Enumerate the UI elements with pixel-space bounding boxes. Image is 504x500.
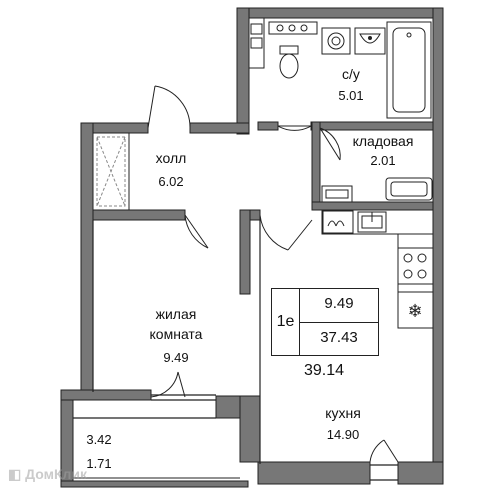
- summary-total-area: 37.43: [320, 329, 358, 346]
- living-room-area: 9.49: [163, 350, 189, 365]
- storage-name: кладовая: [352, 133, 414, 149]
- living-room-name-line2: комната: [149, 326, 203, 342]
- bathroom-name: с/у: [342, 66, 360, 82]
- hall-window: [92, 132, 130, 211]
- hall-label: холл 6.02: [145, 150, 197, 190]
- kitchen-label: кухня 14.90: [310, 405, 376, 443]
- hall-name: холл: [155, 150, 187, 166]
- balcony-area-full: 3.42: [86, 432, 112, 447]
- bathroom-fixtures: [248, 17, 432, 119]
- living-room-label: жилая комната 9.49: [128, 306, 224, 366]
- hall-area: 6.02: [158, 174, 184, 189]
- watermark-logo: ◧ ДомКлик: [8, 466, 88, 482]
- kitchen-area: 14.90: [326, 427, 360, 442]
- bathroom-label: с/у 5.01: [326, 66, 376, 104]
- balcony-frame: [72, 420, 240, 479]
- walls: [60, 7, 444, 488]
- summary-total-with-balcony: 39.14: [303, 362, 345, 379]
- apartment-type: 1е: [272, 289, 300, 355]
- thin-walls: [73, 220, 398, 481]
- svg-text:❄: ❄: [407, 301, 422, 322]
- storage-area: 2.01: [370, 153, 396, 168]
- storage-label: кладовая 2.01: [340, 133, 426, 169]
- storage-fixtures: [321, 177, 433, 203]
- balcony-area-reduced: 1.71: [86, 456, 112, 471]
- bathroom-area: 5.01: [338, 88, 364, 103]
- summary-living-area: 9.49: [324, 295, 354, 312]
- apartment-summary-box: 1е 9.49 37.43: [271, 288, 379, 356]
- summary-divider: [300, 322, 378, 323]
- kitchen-fixtures: ❄: [321, 209, 434, 329]
- balcony-label: 3.42 1.71: [76, 432, 122, 472]
- kitchen-name: кухня: [325, 405, 361, 421]
- living-room-name-line1: жилая: [155, 306, 197, 322]
- doors: [147, 85, 399, 463]
